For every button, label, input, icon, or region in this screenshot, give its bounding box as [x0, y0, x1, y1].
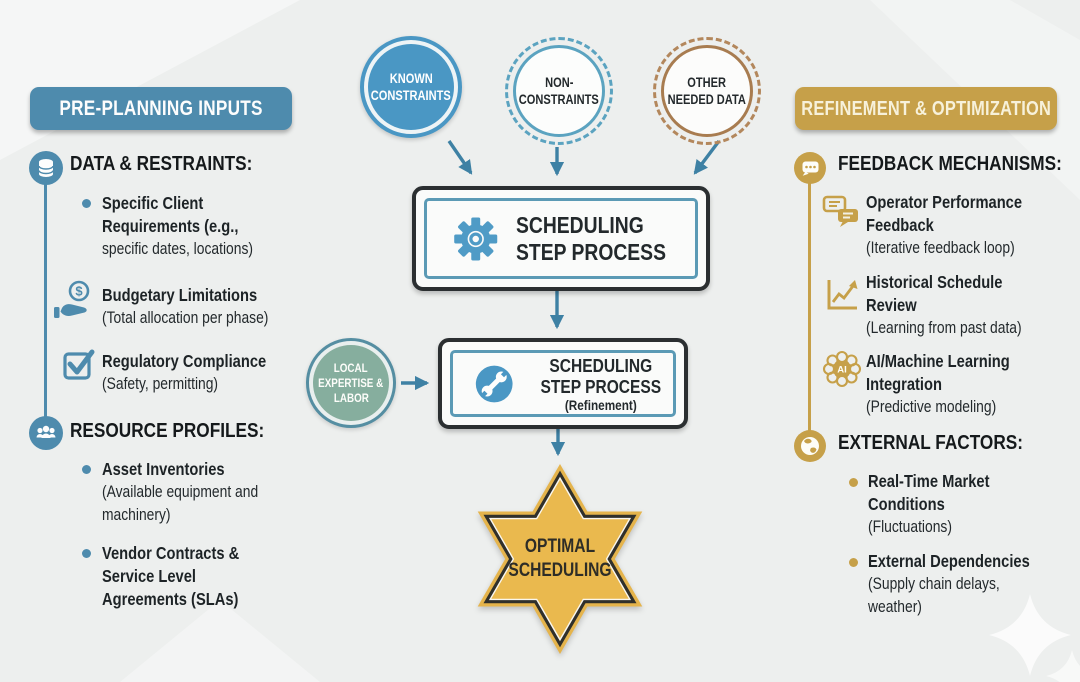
- circle-label-line: OTHER: [687, 75, 727, 90]
- list-item-historical-review: Historical Schedule Review (Learning fro…: [866, 271, 1022, 340]
- item-line: Specific Client: [102, 193, 204, 213]
- item-line: Budgetary Limitations: [102, 285, 258, 305]
- section-title-resource-profiles: RESOURCE PROFILES:: [70, 419, 265, 442]
- arrow-other-to-box1: [693, 139, 721, 175]
- item-note: machinery): [102, 506, 171, 524]
- svg-text:AI: AI: [837, 365, 847, 376]
- bullet-dot: [849, 478, 858, 487]
- wrench-icon: [475, 365, 513, 402]
- right-panel-header: REFINEMENT & OPTIMIZATION: [795, 87, 1057, 130]
- optimal-scheduling-label: OPTIMAL SCHEDULING: [460, 534, 660, 582]
- item-line: External Dependencies: [868, 551, 1030, 571]
- left-panel-header: PRE-PLANNING INPUTS: [30, 87, 292, 130]
- database-icon: [29, 151, 63, 185]
- chat-bubbles-icon: [822, 195, 862, 236]
- circle-label-line: CONSTRAINTS: [519, 92, 599, 107]
- circle-known-constraints: KNOWN CONSTRAINTS: [360, 36, 462, 138]
- circle-label-line: CONSTRAINTS: [371, 88, 451, 103]
- star-label-line: SCHEDULING: [508, 559, 612, 581]
- bullet-dot: [849, 558, 858, 567]
- list-item-ai-ml: AI/Machine Learning Integration (Predict…: [866, 350, 1010, 419]
- list-item-specific-client: Specific Client Requirements (e.g., spec…: [102, 192, 253, 261]
- item-note: specific dates, locations): [102, 240, 254, 258]
- list-item-regulatory: Regulatory Compliance (Safety, permittin…: [102, 350, 266, 396]
- item-line: Regulatory Compliance: [102, 351, 267, 371]
- globe-icon: [794, 430, 826, 462]
- item-note: (Learning from past data): [866, 319, 1022, 337]
- chat-dots-icon: [794, 152, 826, 184]
- scheduling-step-process-box: SCHEDULING STEP PROCESS: [412, 186, 710, 291]
- item-note: weather): [868, 598, 922, 616]
- scheduling-step-process-refinement-box: SCHEDULING STEP PROCESS (Refinement): [438, 338, 688, 429]
- item-note: (Predictive modeling): [866, 398, 997, 416]
- item-line: Service Level: [102, 566, 196, 586]
- section-title-external-factors: EXTERNAL FACTORS:: [838, 431, 1023, 454]
- item-note: (Fluctuations): [868, 518, 952, 536]
- section-title-feedback-mechanisms: FEEDBACK MECHANISMS:: [838, 152, 1062, 175]
- circle-label-line: KNOWN: [389, 71, 433, 86]
- left-connector-line: [44, 168, 47, 433]
- circle-label-line: LOCAL: [334, 360, 368, 375]
- right-connector-line: [808, 168, 811, 446]
- bullet-dot: [82, 465, 91, 474]
- star-label-line: OPTIMAL: [524, 535, 596, 557]
- list-item-operator-feedback: Operator Performance Feedback (Iterative…: [866, 191, 1022, 260]
- svg-text:$: $: [75, 284, 83, 299]
- circle-label-line: EXPERTISE &: [318, 375, 384, 390]
- item-line: Feedback: [866, 215, 934, 235]
- circle-other-needed-data: OTHER NEEDED DATA: [653, 37, 761, 145]
- item-line: Integration: [866, 374, 942, 394]
- sparkle-decoration: [989, 594, 1071, 676]
- hand-dollar-icon: $: [52, 280, 98, 329]
- circle-label-line: LABOR: [333, 390, 369, 405]
- bullet-dot: [82, 199, 91, 208]
- list-item-external-dependencies: External Dependencies (Supply chain dela…: [868, 550, 1030, 619]
- item-note: (Iterative feedback loop): [866, 239, 1015, 257]
- bullet-dot: [82, 549, 91, 558]
- chart-icon: [824, 275, 862, 318]
- item-note: (Available equipment and: [102, 483, 259, 501]
- list-item-market-conditions: Real-Time Market Conditions (Fluctuation…: [868, 470, 989, 539]
- circle-label-line: NEEDED DATA: [667, 92, 747, 107]
- sparkle-decoration-small: [1046, 650, 1080, 682]
- checkbox-icon: [62, 347, 98, 386]
- ai-brain-icon: AI: [822, 350, 862, 393]
- right-panel-header-label: REFINEMENT & OPTIMIZATION: [801, 96, 1051, 120]
- item-line: Asset Inventories: [102, 459, 225, 479]
- box1-title-line: SCHEDULING: [516, 211, 645, 238]
- box2-title-line: SCHEDULING: [549, 354, 653, 376]
- box2-subtitle: (Refinement): [565, 396, 638, 413]
- item-note: (Total allocation per phase): [102, 309, 269, 327]
- section-title-data-restraints: DATA & RESTRAINTS:: [70, 152, 253, 175]
- gear-icon: [454, 216, 498, 261]
- item-note: (Supply chain delays,: [868, 575, 1000, 593]
- list-item-budgetary: Budgetary Limitations (Total allocation …: [102, 284, 268, 330]
- box1-title-line: STEP PROCESS: [516, 238, 667, 265]
- item-line: Historical Schedule: [866, 272, 1003, 292]
- flow-arrows: [401, 139, 721, 457]
- item-note: (Safety, permitting): [102, 375, 219, 393]
- item-line: Conditions: [868, 494, 945, 514]
- circle-label-line: NON-: [544, 75, 574, 90]
- circle-non-constraints: NON- CONSTRAINTS: [505, 37, 613, 145]
- box2-title-line: STEP PROCESS: [540, 375, 662, 397]
- circle-local-expertise-labor: LOCAL EXPERTISE & LABOR: [306, 338, 396, 428]
- item-line: Agreements (SLAs): [102, 589, 239, 609]
- people-icon: [29, 416, 63, 450]
- item-line: AI/Machine Learning: [866, 351, 1010, 371]
- list-item-vendor-contracts: Vendor Contracts & Service Level Agreeme…: [102, 542, 239, 611]
- left-panel-header-label: PRE-PLANNING INPUTS: [59, 96, 263, 120]
- list-item-asset-inventories: Asset Inventories (Available equipment a…: [102, 458, 258, 527]
- item-line: Real-Time Market: [868, 471, 990, 491]
- optimal-scheduling-star: [477, 464, 643, 654]
- item-line: Operator Performance: [866, 192, 1023, 212]
- arrow-known-to-box1: [447, 140, 473, 175]
- item-line: Review: [866, 295, 917, 315]
- item-line: Vendor Contracts &: [102, 543, 240, 563]
- item-line: Requirements (e.g.,: [102, 216, 239, 236]
